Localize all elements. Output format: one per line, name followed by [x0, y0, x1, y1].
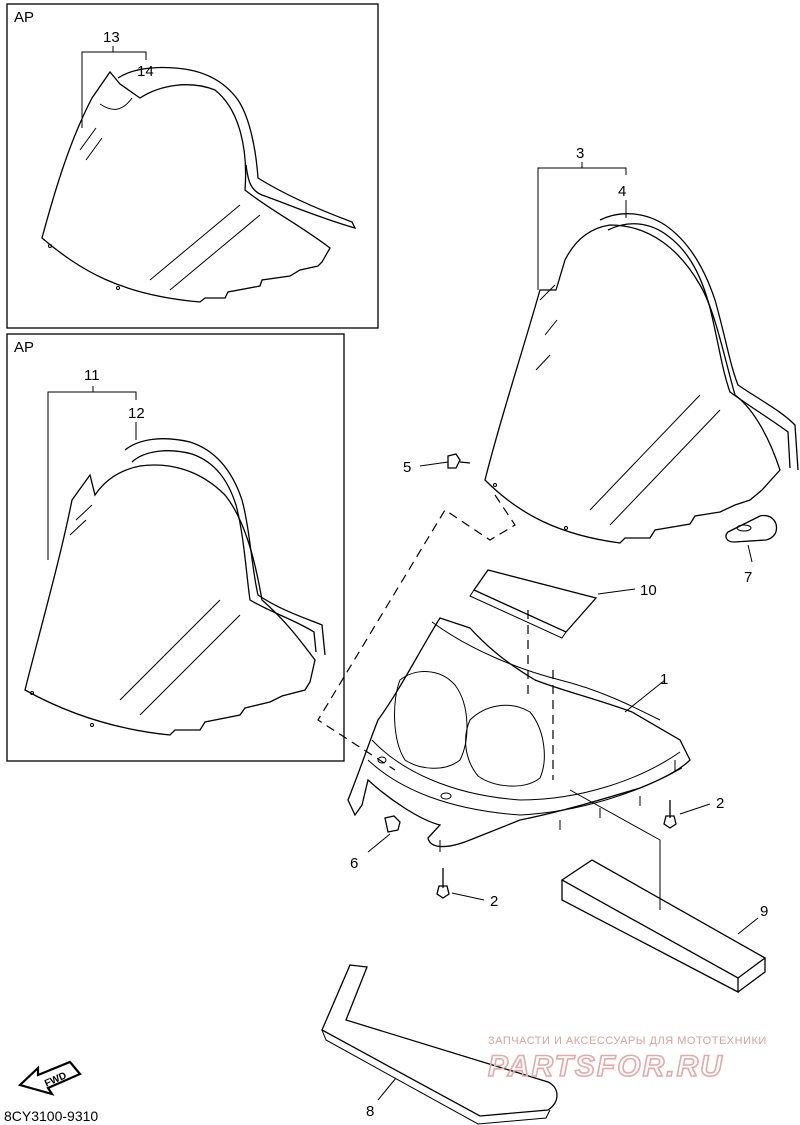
bolt-part-2-left: 2 — [436, 868, 498, 910]
foam-part-9: 9 — [560, 859, 768, 994]
callout-2-right: 2 — [716, 795, 724, 812]
bolt-part-2-right: 2 — [663, 795, 724, 829]
alignment-line-d — [569, 789, 661, 910]
callout-13: 13 — [103, 29, 120, 46]
callout-6: 6 — [350, 855, 358, 872]
grommet-part-7: 7 — [725, 514, 778, 586]
windshield-part-3 — [484, 213, 799, 544]
bracket-13 — [81, 51, 147, 128]
callout-2-left: 2 — [490, 893, 498, 910]
fwd-arrow-icon: FWD — [17, 1060, 82, 1096]
callout-5: 5 — [403, 459, 411, 476]
diagram-code: 8CY3100-9310 — [4, 1108, 98, 1124]
callout-14: 14 — [137, 63, 154, 80]
callout-1: 1 — [660, 671, 668, 688]
seal-part-8: 8 — [321, 964, 558, 1125]
alignment-line-a — [317, 494, 516, 771]
callout-3: 3 — [576, 145, 584, 162]
windshield-part-11 — [24, 438, 326, 736]
callout-4: 4 — [618, 183, 626, 200]
callout-9: 9 — [760, 903, 768, 920]
fwd-label: FWD — [43, 1070, 68, 1089]
callout-7: 7 — [744, 569, 752, 586]
watermark: ЗАПЧАСТИ И АКСЕССУАРЫ ДЛЯ МОТОТЕХНИКИ PA… — [487, 1035, 767, 1084]
inset-box-top: AP 13 14 — [6, 3, 379, 329]
windshield-part-13 — [41, 66, 357, 303]
callout-8: 8 — [366, 1103, 374, 1120]
inset-label-bottom: AP — [14, 339, 34, 356]
cowl-part-1: 1 — [347, 617, 691, 852]
nut-part-6: 6 — [350, 815, 401, 872]
callout-10: 10 — [640, 582, 657, 599]
pad-part-10: 10 — [469, 569, 657, 639]
callout-11: 11 — [84, 367, 100, 384]
bracket-3 — [537, 167, 627, 290]
inset-box-bottom: AP 11 12 — [6, 333, 345, 762]
bracket-11 — [47, 391, 137, 560]
screw-part-5: 5 — [403, 453, 471, 476]
callout-12: 12 — [128, 405, 145, 422]
inset-label-top: AP — [14, 9, 34, 26]
watermark-line1: ЗАПЧАСТИ И АКСЕССУАРЫ ДЛЯ МОТОТЕХНИКИ — [488, 1035, 767, 1047]
watermark-line2: PARTSFOR.RU — [488, 1050, 724, 1083]
